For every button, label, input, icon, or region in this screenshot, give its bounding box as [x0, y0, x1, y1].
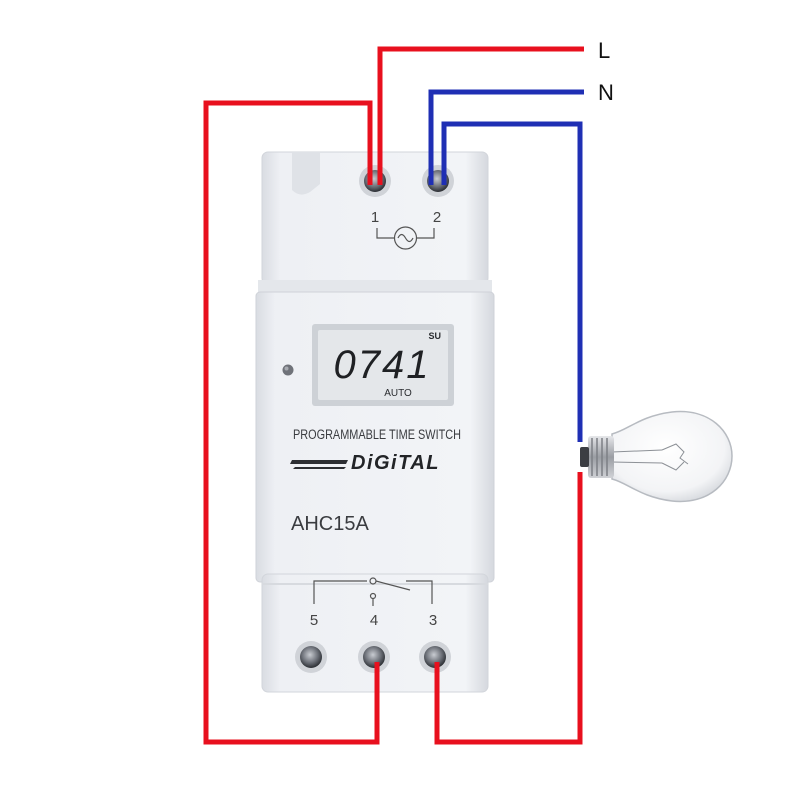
status-led	[282, 364, 294, 376]
live-label: L	[598, 38, 610, 63]
timer-housing	[255, 151, 495, 693]
terminal-4-screw-icon	[363, 646, 385, 668]
wire-live-supply	[377, 46, 584, 185]
wires	[203, 46, 584, 745]
wire-neutral-supply	[428, 89, 584, 185]
lcd-day-indicator: SU	[428, 331, 441, 341]
front-panel: SU 0741 AUTO PROGRAMMABLE TIME SWITCH Di…	[282, 324, 461, 535]
wire-switched-live	[434, 472, 583, 745]
neutral-label: N	[598, 80, 614, 105]
terminal-3-label: 3	[429, 612, 437, 629]
terminal-1-label: 1	[371, 209, 379, 226]
lcd-screen	[318, 330, 448, 400]
lcd-time-digits: 0741	[334, 343, 431, 387]
bulb-contact	[580, 447, 589, 467]
brand-logo: DiGiTAL	[290, 452, 440, 474]
relay-switch-schematic	[313, 577, 433, 606]
wire-neutral-load	[441, 121, 583, 442]
brand-text: DiGiTAL	[351, 452, 440, 474]
terminal-2-label: 2	[433, 209, 441, 226]
load-terminals: 5 4 3	[295, 577, 451, 673]
terminal-4-label: 4	[370, 612, 378, 629]
terminal-5-screw-icon	[300, 646, 322, 668]
terminal-3-screw-icon	[424, 646, 446, 668]
terminal-1-screw-icon	[364, 170, 386, 192]
ac-sine-icon	[376, 226, 435, 250]
product-line-text: PROGRAMMABLE TIME SWITCH	[293, 427, 461, 442]
terminal-5-label: 5	[310, 612, 318, 629]
bulb-filament	[611, 443, 689, 471]
model-text: AHC15A	[291, 513, 369, 535]
housing-top-notch	[292, 152, 320, 195]
lcd-mode-indicator: AUTO	[384, 388, 412, 399]
wire-live-jumper	[203, 100, 380, 745]
light-bulb-icon	[580, 410, 733, 503]
bulb-glass	[611, 410, 733, 503]
